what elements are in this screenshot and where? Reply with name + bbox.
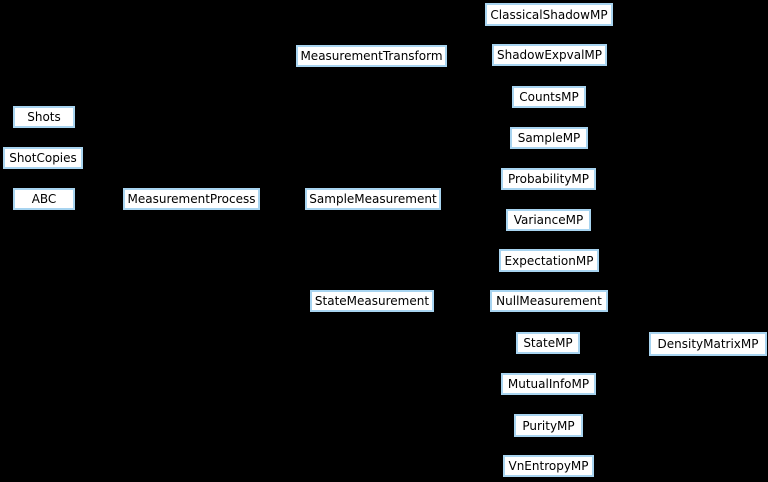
- class-node-vn-entropy-mp[interactable]: VnEntropyMP: [503, 455, 594, 477]
- class-node-measurement-transform[interactable]: MeasurementTransform: [296, 45, 447, 67]
- class-node-measurement-process[interactable]: MeasurementProcess: [123, 188, 260, 210]
- class-node-mutual-info-mp[interactable]: MutualInfoMP: [501, 373, 596, 395]
- inheritance-edge-measurement_process-measurement_transform: [203, 69, 355, 190]
- class-node-variance-mp[interactable]: VarianceMP: [506, 209, 591, 231]
- class-node-purity-mp[interactable]: PurityMP: [514, 414, 583, 437]
- inheritance-edge-state_measurement-state_mp: [415, 310, 512, 335]
- class-node-probability-mp[interactable]: ProbabilityMP: [501, 168, 596, 190]
- class-node-null-measurement[interactable]: NullMeasurement: [490, 290, 608, 312]
- inheritance-edge-measurement_transform-classical_shadow_mp: [416, 26, 496, 47]
- inheritance-edge-state_measurement-expectation_mp: [417, 272, 495, 291]
- class-node-expectation-mp[interactable]: ExpectationMP: [499, 249, 599, 272]
- inheritance-edge-measurement_process-null_measurement: [227, 208, 506, 290]
- inheritance-edge-state_measurement-mutual_info_mp: [393, 310, 521, 372]
- class-node-shot-copies[interactable]: ShotCopies: [3, 147, 83, 169]
- class-node-state-mp[interactable]: StateMP: [516, 332, 580, 354]
- inheritance-edge-sample_measurement-sample_mp: [402, 150, 513, 190]
- inheritance-edge-sample_measurement-probability_mp: [438, 184, 497, 193]
- class-node-density-matrix-mp[interactable]: DensityMatrixMP: [649, 332, 767, 356]
- inheritance-edge-state_measurement-purity_mp: [385, 310, 529, 412]
- inheritance-edge-sample_measurement-expectation_mp: [402, 208, 512, 248]
- class-node-counts-mp[interactable]: CountsMP: [512, 86, 586, 108]
- class-node-sample-mp[interactable]: SampleMP: [510, 127, 588, 149]
- inheritance-edge-measurement_process-state_measurement: [208, 208, 349, 289]
- class-node-classical-shadow-mp[interactable]: ClassicalShadowMP: [485, 3, 613, 26]
- inheritance-edge-sample_measurement-variance_mp: [438, 206, 502, 215]
- class-node-sample-measurement[interactable]: SampleMeasurement: [305, 188, 441, 210]
- class-node-abc[interactable]: ABC: [13, 188, 75, 210]
- class-node-shots[interactable]: Shots: [13, 106, 75, 128]
- class-node-state-measurement[interactable]: StateMeasurement: [310, 290, 434, 312]
- class-node-shadow-expval-mp[interactable]: ShadowExpvalMP: [492, 44, 607, 66]
